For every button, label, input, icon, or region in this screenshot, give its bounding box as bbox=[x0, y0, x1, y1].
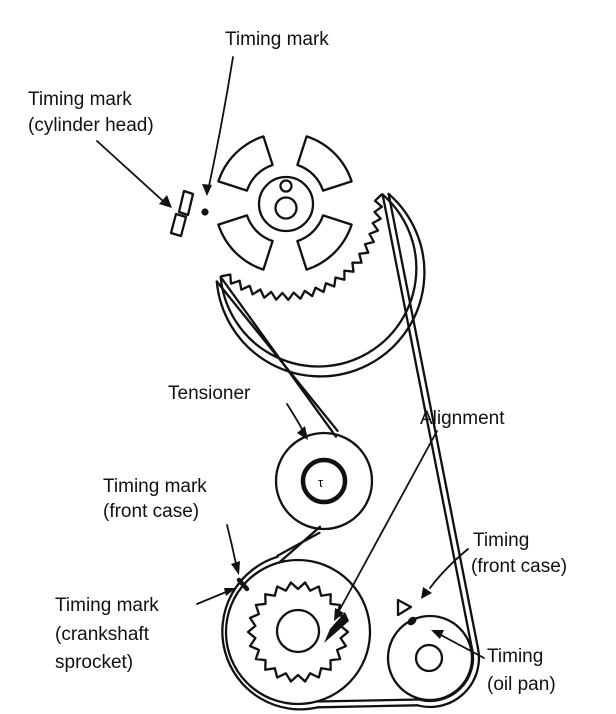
belt-run-tensioner-crank-inner bbox=[278, 525, 322, 564]
belt-run-right-outer bbox=[387, 192, 480, 649]
belt-run-bottom-inner bbox=[315, 698, 421, 703]
cam-hub bbox=[257, 175, 315, 233]
label-crank-sprocket-line3: sprocket) bbox=[55, 652, 133, 673]
arrowhead-alignment bbox=[334, 608, 344, 621]
pulley-timing-triangle-mark bbox=[396, 598, 413, 617]
label-oil-pan-line1: Timing bbox=[487, 646, 543, 667]
tensioner-pulley: τ bbox=[274, 431, 374, 531]
leader-lines bbox=[96, 56, 485, 659]
belt-run-right-inner bbox=[381, 193, 474, 651]
cam-spoke-cutout-sw bbox=[217, 214, 274, 271]
label-front-case-left-line1: Timing mark bbox=[103, 476, 207, 497]
cam-spoke-cutout-ne bbox=[296, 135, 353, 192]
label-alignment: Alignment bbox=[420, 408, 505, 429]
label-crank-sprocket-line1: Timing mark bbox=[55, 595, 159, 616]
leader-tensioner bbox=[286, 403, 303, 430]
oil-pump-pulley bbox=[386, 598, 474, 702]
arrowhead-front-case-right bbox=[421, 587, 432, 599]
camshaft-sprocket bbox=[169, 135, 384, 302]
arrowhead-timing-mark-top bbox=[202, 184, 212, 196]
label-cylinder-head-line2: (cylinder head) bbox=[28, 115, 154, 136]
crank-rim-tick-mark bbox=[236, 577, 250, 592]
label-cylinder-head-line1: Timing mark bbox=[28, 89, 132, 110]
leader-alignment bbox=[338, 430, 438, 612]
pulley-timing-dot-mark bbox=[407, 616, 417, 626]
belt-cam-inner bbox=[219, 193, 418, 368]
arrowhead-tensioner bbox=[297, 426, 308, 440]
leader-oil-pan bbox=[438, 633, 485, 659]
cam-timing-dot-mark bbox=[201, 208, 209, 216]
cam-sprocket-teeth bbox=[220, 193, 384, 302]
pulley-outer bbox=[386, 614, 474, 702]
arrowhead-crank-sprocket bbox=[224, 588, 236, 596]
cam-hub-center-hole bbox=[274, 196, 298, 220]
tensioner-outer bbox=[274, 431, 374, 531]
belt-crank-outer bbox=[221, 555, 320, 711]
leader-front-case-left bbox=[226, 524, 237, 565]
cam-spoke-cutout-se bbox=[296, 214, 353, 271]
cylinder-head-tab-mark-lower bbox=[169, 212, 188, 238]
label-front-case-right-line1: Timing bbox=[473, 530, 529, 551]
crank-sprocket-teeth bbox=[246, 581, 350, 683]
arrowhead-oil-pan bbox=[431, 630, 444, 639]
tensioner-hub bbox=[300, 457, 348, 505]
cylinder-head-tab-mark-upper bbox=[177, 189, 195, 217]
labels: Timing mark Timing mark (cylinder head) … bbox=[28, 29, 567, 695]
crank-flange bbox=[224, 558, 372, 706]
belt-cam-outer bbox=[215, 192, 426, 378]
arrowhead-front-case-left bbox=[231, 561, 240, 575]
pulley-center-hole bbox=[414, 643, 444, 673]
cam-spoke-cutout-nw bbox=[217, 135, 274, 192]
label-front-case-right-line2: (front case) bbox=[471, 556, 567, 577]
alignment-arrow-mark bbox=[324, 612, 349, 643]
leader-front-case-right bbox=[429, 548, 469, 589]
belt-run-left-inner bbox=[219, 275, 338, 438]
arrowhead-cylinder-head bbox=[159, 195, 172, 208]
leader-cylinder-head bbox=[96, 140, 164, 202]
label-tensioner: Tensioner bbox=[168, 383, 251, 404]
tensioner-center-mark: τ bbox=[318, 475, 324, 490]
leader-timing-mark-top bbox=[208, 56, 234, 187]
crank-center-hole bbox=[275, 608, 321, 654]
label-crank-sprocket-line2: (crankshaft bbox=[55, 624, 150, 645]
label-timing-mark-top: Timing mark bbox=[225, 29, 329, 50]
label-oil-pan-line2: (oil pan) bbox=[487, 674, 556, 695]
crankshaft-sprocket bbox=[224, 558, 372, 706]
belt-pulley-outer bbox=[416, 646, 481, 709]
leader-crank-sprocket bbox=[196, 591, 227, 605]
cam-hub-pin-hole bbox=[279, 179, 293, 193]
belt-run-bottom-outer bbox=[317, 704, 419, 709]
label-front-case-left-line2: (front case) bbox=[103, 501, 199, 522]
